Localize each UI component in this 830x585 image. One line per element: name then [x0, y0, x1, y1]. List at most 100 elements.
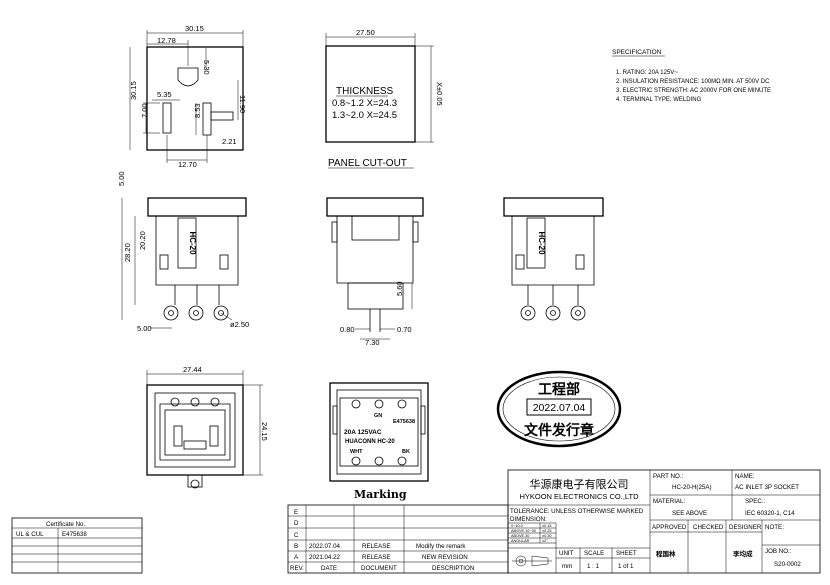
dim-hole-dia: ø2.50: [230, 320, 249, 329]
marking-rating: 20A 125VAC: [344, 429, 382, 436]
tol-v-4: ±2°: [542, 539, 548, 543]
sheet-label: SHEET: [616, 550, 637, 557]
marking-view: GN E475638 20A 125VAC HUACONN HC-20 WHT …: [329, 382, 429, 501]
tol-v-1: ±0.15: [542, 524, 551, 528]
revision-table: E D C B 2022.07.04 RELEASE Modify the re…: [287, 504, 509, 574]
note-label: NOTE:: [765, 524, 784, 531]
dim-slot-gap: 8.53: [193, 103, 202, 118]
dim-pin-pitch: 7.30: [365, 338, 380, 347]
dim-top-width: 30.15: [185, 24, 204, 33]
thickness-row-1: 0.8~1.2 X=24.3: [332, 98, 397, 109]
spec-item-1: 1. RATING: 20A 125V~: [616, 70, 678, 76]
rev-header-document: DOCUMENT: [361, 565, 397, 572]
scale-label: SCALE: [584, 550, 604, 557]
marking-bk: BK: [402, 449, 410, 455]
rev-b-desc: Modify the remark: [416, 543, 466, 550]
tol-v-3: ±0.30: [542, 534, 551, 538]
spec-value: IEC 60320-1, C14: [745, 510, 795, 517]
rev-a-date: 2021.04.22: [309, 554, 341, 561]
dim-pin-b: 0.70: [397, 325, 412, 334]
rev-row-b: B: [294, 543, 298, 550]
marking-gn: GN: [374, 413, 382, 419]
title-block: 华源康电子有限公司 HYKOON ELECTRONICS CO.,LTD PAR…: [507, 469, 821, 574]
rev-row-d: D: [294, 520, 299, 527]
marking-wht: WHT: [350, 449, 363, 455]
part-no-label: PART NO.:: [653, 473, 684, 480]
dim-rear-height: 24.15: [260, 422, 269, 441]
designer-name: 李均成: [732, 549, 753, 558]
rev-b-date: 2022.07.04: [309, 543, 341, 550]
checked-label: CHECKED: [693, 524, 724, 531]
dim-left-offset: 12.78: [157, 36, 176, 45]
dim-front-top: 5.00: [117, 171, 126, 186]
dim-panel-width: 27.50: [356, 28, 375, 37]
part-no: HC-20-H(25A): [672, 484, 712, 491]
certificate-label: UL & CUL: [16, 531, 44, 538]
front-view-right: HC-20: [503, 197, 604, 321]
panel-cutout-label: PANEL CUT-OUT: [328, 158, 407, 169]
scale-value: 1 : 1: [587, 563, 600, 570]
dim-front-bottom: 5.00: [137, 324, 152, 333]
dim-side-pin: 5.60: [395, 281, 404, 296]
stamp-date: 2022.07.04: [533, 402, 586, 414]
marking-brand: HUACONN HC-20: [345, 439, 395, 445]
dim-rear-width: 27.44: [183, 365, 202, 374]
approved-label: APPROVED: [652, 524, 687, 531]
specification-block: SPECIFICATION 1. RATING: 20A 125V~ 2. IN…: [612, 49, 771, 103]
certificate-table: Certificate No. UL & CUL E475638: [11, 517, 143, 574]
release-stamp: 工程部 2022.07.04 文件发行章: [496, 370, 622, 448]
dim-pin-right: 11.90: [238, 95, 247, 113]
dim-panel-height: X±0.05: [435, 82, 444, 106]
dim-bottom-pitch: 12.70: [178, 160, 197, 169]
dim-pin-top: 5.30: [202, 60, 211, 75]
job-value: S20-0002: [774, 561, 801, 568]
rev-row-e: E: [294, 509, 298, 516]
certificate-value: E475638: [62, 531, 87, 538]
tol-k-4: ANGULAR: [511, 539, 530, 543]
front-view: HC-20 5.00 28.20 20.20 5.00 ø2.50: [117, 171, 249, 333]
rev-a-desc: NEW REVISION: [422, 554, 468, 561]
part-mark-front: HC-20: [188, 231, 197, 255]
approved-name: 程国林: [655, 549, 676, 558]
marking-title: Marking: [354, 488, 407, 501]
marking-code: E475638: [393, 419, 415, 425]
rear-view: 27.44 24.15: [146, 365, 269, 489]
unit-label: UNIT: [559, 550, 574, 557]
part-mark-right: HC-20: [537, 231, 546, 255]
dim-slot-w: 5.35: [157, 90, 172, 99]
dim-front-inner: 20.20: [138, 231, 147, 250]
side-view: 5.60 0.80 0.70 7.30: [326, 197, 424, 347]
spec-item-2: 2. INSULATION RESISTANCE: 100MΩ MIN. AT …: [616, 79, 770, 85]
company-cn: 华源康电子有限公司: [530, 477, 629, 491]
dim-pin-off: 2.21: [222, 137, 237, 146]
company-en: HYKOON ELECTRONICS CO.,LTD: [519, 492, 639, 501]
dim-slot-h: 7.00: [140, 103, 149, 118]
material-label: MATERIAL:: [653, 498, 685, 505]
stamp-top: 工程部: [538, 381, 580, 397]
tol-v-2: ±0.25: [542, 529, 551, 533]
rev-b-doc: RELEASE: [362, 543, 391, 550]
material-value: SEE ABOVE: [672, 510, 707, 517]
rev-row-c: C: [294, 532, 299, 539]
tol-k-3: ABOVE 30: [511, 534, 529, 538]
dim-pin-a: 0.80: [340, 325, 355, 334]
dim-side-height: 30.15: [129, 81, 138, 100]
panel-cutout-view: 27.50 X±0.05 THICKNESS 0.8~1.2 X=24.3 1.…: [325, 28, 444, 169]
spec-label: SPEC.:: [745, 498, 766, 505]
top-view: 30.15 12.78 5.30 30.15 7.00 5.35 8.53 11…: [129, 24, 247, 169]
name-label: NAME:: [735, 473, 755, 480]
sheet-value: 1 of 1: [618, 563, 634, 570]
thickness-title: THICKNESS: [336, 86, 394, 97]
stamp-bottom: 文件发行章: [524, 422, 594, 438]
rev-header-rev: REV.: [290, 565, 304, 572]
dim-front-height: 28.20: [123, 243, 132, 262]
thickness-row-2: 1.3~2.0 X=24.5: [332, 110, 397, 121]
certificate-title: Certificate No.: [46, 521, 85, 528]
job-label: JOB NO.:: [765, 548, 792, 555]
designer-label: DESIGNER: [729, 524, 762, 531]
rev-header-description: DESCRIPTION: [432, 565, 474, 572]
dimension-label: DIMENSION:: [510, 516, 547, 523]
spec-title: SPECIFICATION: [612, 49, 662, 56]
spec-item-3: 3. ELECTRIC STRENGTH: AC 2000V FOR ONE M…: [616, 88, 771, 94]
